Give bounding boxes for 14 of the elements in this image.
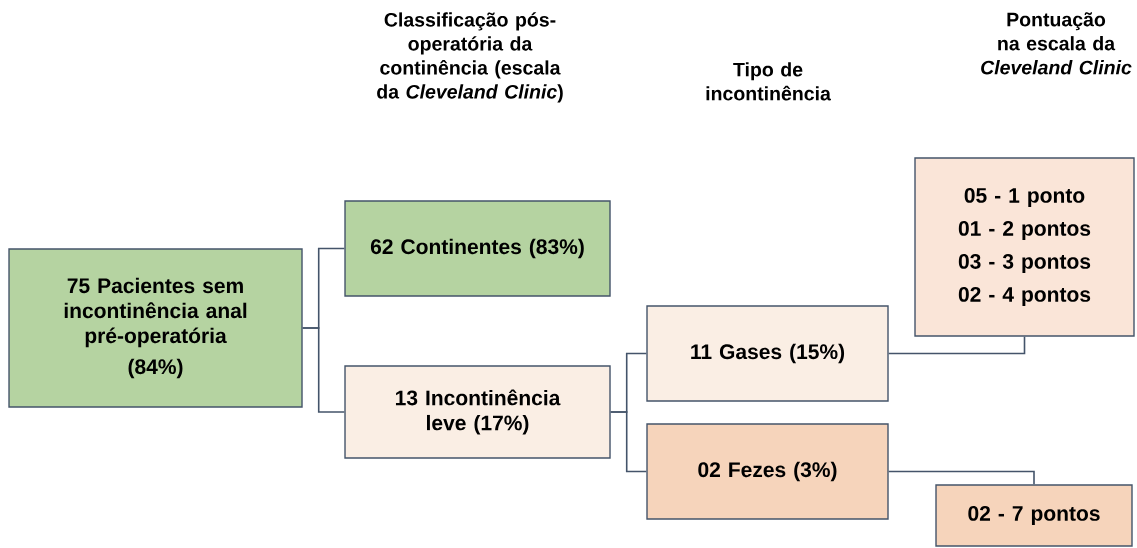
process-box: 62 Continentes (83%) — [344, 200, 611, 297]
process-box: 05 - 1 ponto 01 - 2 pontos 03 - 3 pontos 02 - 4 pontos — [914, 157, 1135, 337]
process-box: 11 Gases (15%) — [646, 305, 889, 402]
connector-line — [887, 470, 1035, 486]
process-box: 02 - 7 pontos — [935, 484, 1133, 547]
connector-line — [609, 411, 648, 473]
column-heading: Pontuação na escala da Cleveland Clinic — [981, 12, 1132, 75]
column-heading: Classificação pós-operatória da continência (escala da Cleveland Clinic) — [377, 12, 563, 103]
connector-line — [301, 327, 346, 413]
process-box: 13 Incontinência leve (17%) — [344, 365, 611, 459]
process-box: 02 Fezes (3%) — [646, 423, 889, 520]
process-box: 75 Pacientes sem incontinência anal pré-operatória (84%) — [8, 248, 303, 408]
connector-line — [887, 335, 1026, 355]
column-heading: Tipo de incontinência — [706, 62, 831, 101]
